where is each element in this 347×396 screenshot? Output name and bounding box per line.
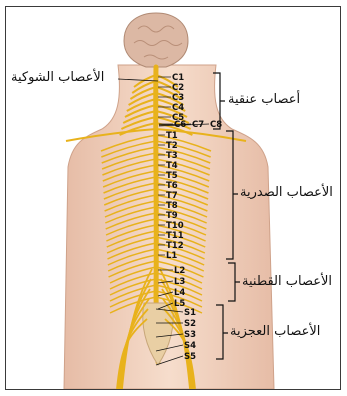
vertebral-level-s4: S4: [184, 341, 196, 351]
vertebral-level-t3: T3: [166, 151, 178, 161]
vertebral-level-s1: S1: [184, 308, 196, 318]
vertebral-level-s3: S3: [184, 330, 196, 340]
vertebral-level-t9: T9: [166, 211, 178, 221]
lumbar-nerves-label: الأعصاب القطنية: [242, 274, 332, 289]
vertebral-level-s2: S2: [184, 319, 196, 329]
vertebral-level-l3: L3: [174, 277, 185, 287]
vertebral-level-c7: C7: [192, 120, 204, 130]
thoracic-nerves-label: الأعصاب الصدرية: [240, 185, 333, 200]
vertebral-level-c2: C2: [172, 83, 184, 93]
vertebral-level-t10: T10: [166, 221, 184, 231]
vertebral-level-t2: T2: [166, 141, 178, 151]
brain: [124, 13, 188, 67]
vertebral-level-l2: L2: [174, 266, 185, 276]
vertebral-level-l1: L1: [166, 251, 177, 261]
vertebral-level-t11: T11: [166, 231, 184, 241]
vertebral-level-s5: S5: [184, 352, 196, 362]
vertebral-level-c4: C4: [172, 103, 184, 113]
vertebral-level-t4: T4: [166, 161, 178, 171]
vertebral-level-t12: T12: [166, 241, 184, 251]
vertebral-level-c3: C3: [172, 93, 184, 103]
vertebral-level-c6: C6: [174, 120, 186, 130]
vertebral-level-t1: T1: [166, 131, 178, 141]
vertebral-level-t5: T5: [166, 171, 178, 181]
sacral-nerves-label: الأعصاب العجزية: [230, 324, 320, 339]
vertebral-level-l4: L4: [174, 288, 185, 298]
cervical-nerves-label: أعصاب عنقية: [228, 92, 300, 107]
vertebral-level-t6: T6: [166, 181, 178, 191]
vertebral-level-t8: T8: [166, 201, 178, 211]
vertebral-level-t7: T7: [166, 191, 178, 201]
vertebral-level-c1: C1: [172, 73, 184, 83]
spinal-nerves-label: الأعصاب الشوكية: [11, 70, 104, 85]
